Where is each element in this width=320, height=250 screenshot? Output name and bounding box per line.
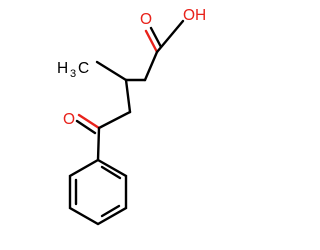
hydroxyl-label: OH bbox=[183, 7, 206, 24]
ketone-to-ring-bond bbox=[96, 126, 101, 162]
benzene-double-bond-2 bbox=[100, 204, 121, 218]
ketone-double-bond-outer bbox=[77, 113, 101, 130]
acid-carbon-to-ch2-bond bbox=[143, 50, 159, 82]
ch-to-ch2b-bond bbox=[124, 78, 132, 114]
carbon-chain bbox=[95, 60, 147, 130]
methyl-h: H bbox=[57, 60, 68, 77]
benzene-double-bond-1 bbox=[100, 165, 122, 180]
methyl-label: H 3 C bbox=[57, 60, 89, 80]
benzene-outline bbox=[68, 158, 128, 226]
ketone-group: O bbox=[63, 111, 101, 162]
ch-to-methyl-bond bbox=[95, 60, 128, 82]
benzene-ring bbox=[68, 158, 128, 226]
ch2b-to-ketone-carbon-bond bbox=[97, 110, 132, 130]
carboxylic-acid-group: O OH bbox=[140, 7, 206, 82]
ketone-double-bond-inner bbox=[75, 119, 97, 135]
methyl-subscript: 3 bbox=[70, 68, 76, 80]
ketone-oxygen: O bbox=[63, 111, 75, 128]
acid-carbonyl-oxygen: O bbox=[140, 11, 152, 28]
acid-carbon-to-oh-bond bbox=[155, 19, 185, 54]
chemical-structure: O OH H 3 C O bbox=[57, 7, 206, 226]
c-o-double-bond-1 bbox=[144, 29, 159, 54]
methyl-c: C bbox=[78, 60, 89, 77]
c-o-double-bond-1b bbox=[149, 26, 163, 49]
